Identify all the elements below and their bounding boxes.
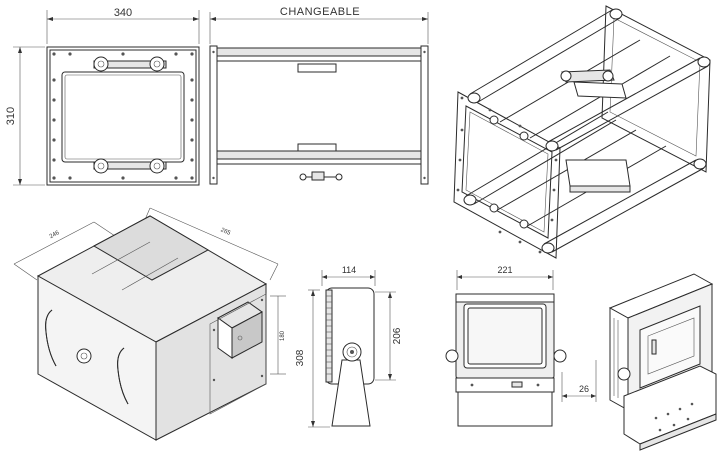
frame-side-view: CHANGEABLE — [209, 6, 429, 185]
dim-frame-width: 340 — [114, 7, 132, 19]
dim-side-height: 308 — [295, 349, 306, 366]
dim-front-offset: 26 — [579, 384, 589, 394]
dim-front-width: 221 — [497, 265, 512, 275]
bracket-side-view: 114 308 206 — [295, 265, 403, 428]
dim-frame-length: CHANGEABLE — [280, 6, 360, 18]
dim-side-inner-height: 206 — [392, 327, 403, 344]
dim-box-depth: 246 — [49, 230, 61, 240]
dim-box-height: 180 — [280, 330, 286, 341]
dim-box-width: 265 — [220, 227, 232, 237]
dim-frame-height: 310 — [5, 107, 17, 125]
enclosure-isometric-view: 246 265 180 — [13, 207, 286, 441]
dim-side-depth: 114 — [342, 265, 356, 275]
screen-isometric-view — [608, 273, 717, 451]
frame-isometric-view — [453, 5, 711, 259]
screen-front-view: 221 26 — [445, 265, 597, 427]
frame-front-view: 340 310 — [5, 7, 200, 186]
